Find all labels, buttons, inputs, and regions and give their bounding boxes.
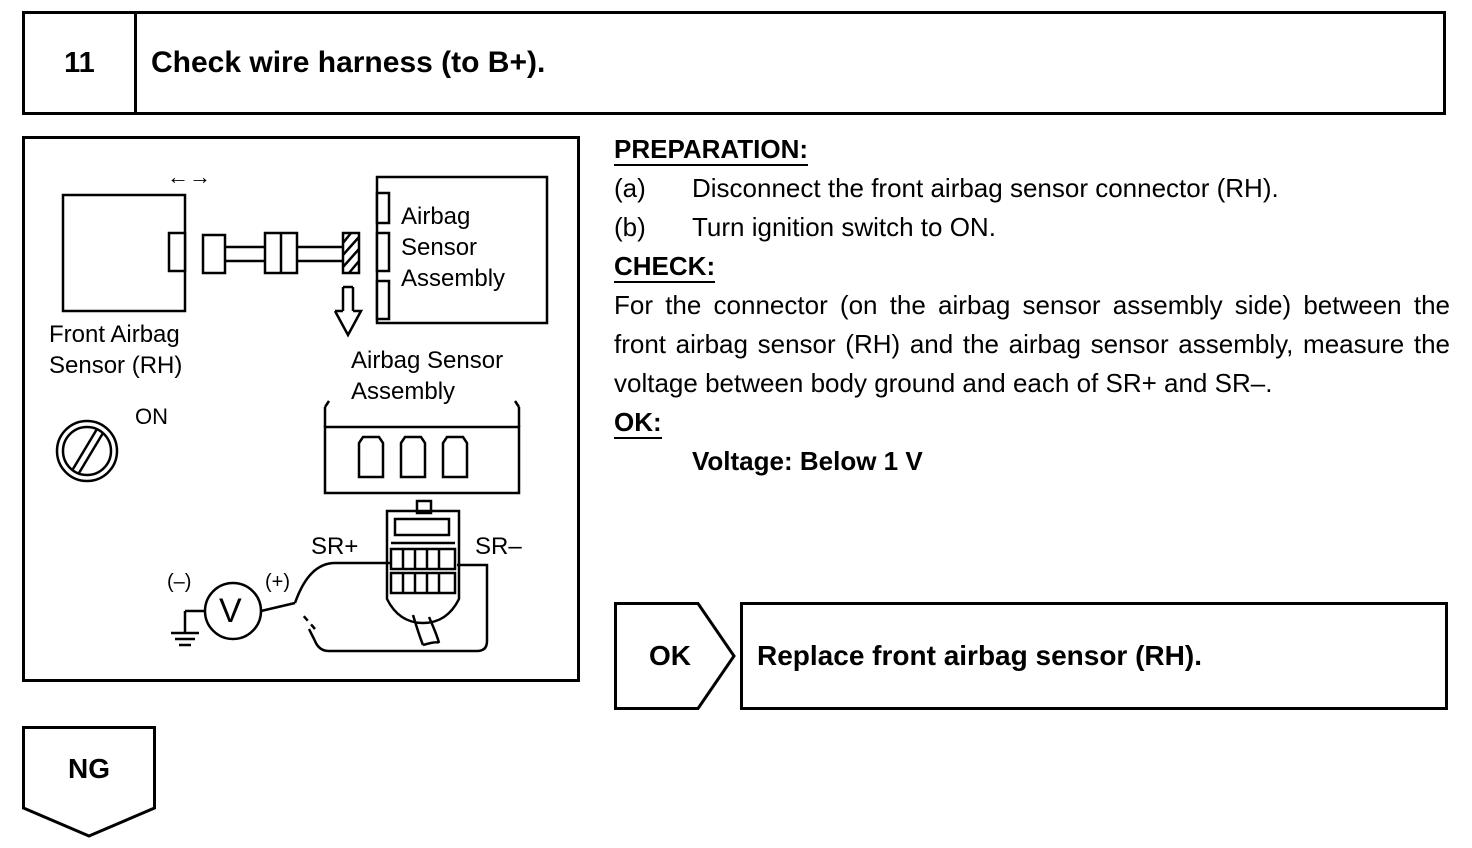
- ok-heading: OK:: [614, 407, 662, 439]
- assembly-connector-housing: [323, 400, 521, 495]
- assembly-label-mid: Airbag Sensor Assembly: [351, 347, 504, 405]
- ground-icon: [171, 611, 199, 647]
- step-number: 11: [25, 14, 137, 112]
- wiring-diagram: ←→ Airbag Sensor Assembly Front Airbag S…: [22, 136, 580, 682]
- instructions: PREPARATION: (a) Disconnect the front ai…: [614, 130, 1450, 481]
- down-arrow-icon: [333, 285, 364, 338]
- preparation-heading: PREPARATION:: [614, 134, 809, 166]
- meter-symbol: V: [219, 592, 242, 630]
- front-sensor-label: Front Airbag Sensor (RH): [49, 321, 183, 379]
- ignition-on-label: ON: [135, 404, 168, 429]
- front-sensor-connector: [167, 231, 187, 273]
- step-header: 11 Check wire harness (to B+).: [22, 11, 1446, 115]
- ok-tag: OK: [614, 602, 738, 710]
- prep-step-b: (b) Turn ignition switch to ON.: [614, 208, 1450, 247]
- ignition-key-icon: [55, 419, 119, 483]
- ok-spec-value: Voltage: Below 1 V: [692, 446, 923, 476]
- disconnect-arrows: ←→: [167, 164, 211, 189]
- check-text: For the connector (on the airbag sensor …: [614, 290, 1450, 398]
- step-title: Check wire harness (to B+).: [151, 46, 546, 79]
- wire-harness: [201, 231, 361, 275]
- positive-terminal-label: (+): [265, 571, 290, 593]
- ng-tag: NG: [22, 726, 156, 838]
- prep-step-a: (a) Disconnect the front airbag sensor c…: [614, 169, 1450, 208]
- negative-terminal-label: (–): [167, 571, 192, 593]
- connector-icon: [385, 499, 461, 647]
- prep-step-text: Disconnect the front airbag sensor conne…: [692, 173, 1279, 203]
- prep-step-text: Turn ignition switch to ON.: [692, 212, 996, 242]
- ok-action-box: Replace front airbag sensor (RH).: [740, 602, 1448, 710]
- prep-step-letter: (a): [614, 173, 646, 203]
- sr-plus-label: SR+: [311, 533, 359, 560]
- ng-tag-label: NG: [68, 753, 110, 784]
- probe-lead-sr-minus: [307, 563, 489, 653]
- assembly-label-top: Airbag Sensor Assembly: [401, 203, 506, 292]
- front-sensor-box: [61, 193, 187, 313]
- sr-minus-label: SR–: [475, 533, 522, 560]
- prep-step-letter: (b): [614, 212, 646, 242]
- check-heading: CHECK:: [614, 251, 716, 283]
- ok-tag-label: OK: [649, 640, 691, 671]
- probe-lead-positive: [293, 561, 391, 604]
